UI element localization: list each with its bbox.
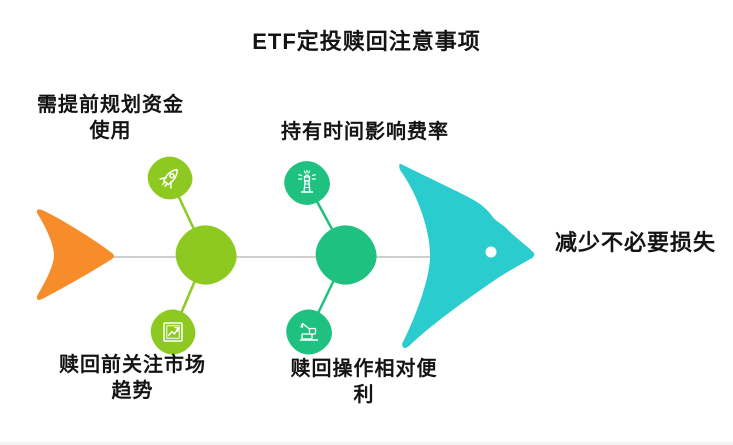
fish-eye-dot (485, 246, 497, 258)
crane-icon (299, 322, 319, 341)
cause-label-holding-time: 持有时间影响费率 (281, 121, 449, 143)
cause-label-watch-market: 赎回前关注市场 趋势 (59, 354, 206, 402)
cause-node-middle (315, 225, 377, 285)
page-title: ETF定投赎回注意事项 (252, 29, 481, 54)
fish-head-shape (399, 163, 535, 349)
cause-label-plan-funds: 需提前规划资金 使用 (37, 94, 184, 142)
icon-bubble-lighthouse (284, 161, 330, 205)
line-chart-icon (163, 322, 183, 342)
icon-bubble-rocket (147, 156, 193, 200)
lighthouse-icon (298, 169, 316, 193)
rocket-icon (159, 168, 178, 189)
result-label: 减少不必要损失 (554, 230, 716, 255)
bottom-edge-strip (0, 442, 733, 445)
cause-label-easy-operation: 赎回操作相对便 利 (290, 358, 438, 406)
cause-node-left (175, 225, 237, 285)
fish-tail-shape (36, 209, 114, 300)
